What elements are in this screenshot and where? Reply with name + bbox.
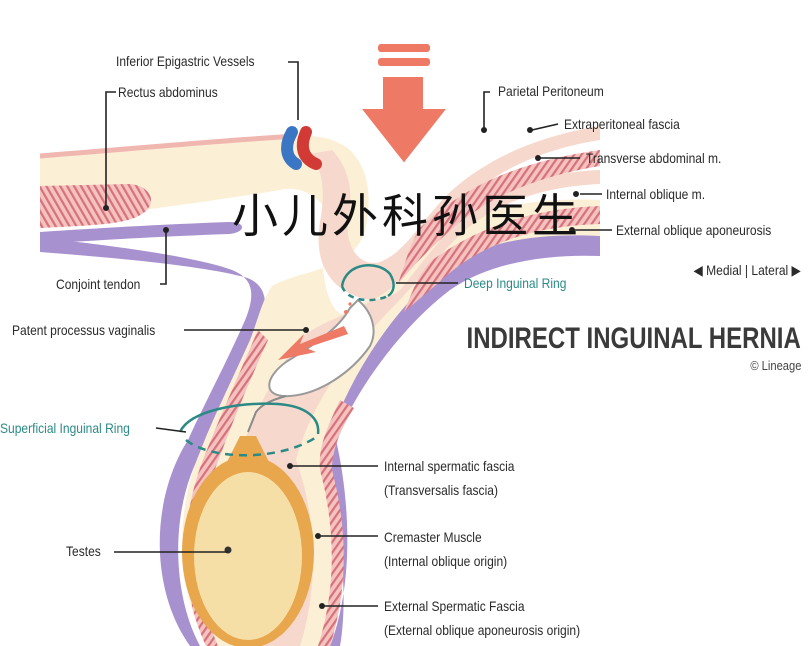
conjoint-tendon [40, 222, 242, 244]
left-arrow-icon: ◀ [693, 262, 703, 278]
processus-vaginalis [268, 298, 375, 398]
label-patent-processus: Patent processus vaginalis [12, 322, 156, 338]
cremaster-muscle-right [318, 400, 354, 646]
label-testes: Testes [66, 543, 101, 559]
label-extraperitoneal-fascia: Extraperitoneal fascia [564, 116, 680, 132]
label-inferior-epigastric: Inferior Epigastric Vessels [116, 53, 255, 69]
label-conjoint-tendon: Conjoint tendon [56, 276, 141, 292]
right-arrow-icon: ▶ [791, 262, 801, 278]
label-deep-inguinal-ring: Deep Inguinal Ring [464, 275, 567, 291]
deep-inguinal-ring [340, 264, 395, 298]
label-external-spermatic-fascia: External Spermatic Fascia [384, 598, 525, 614]
label-external-oblique-origin: (External oblique aponeurosis origin) [384, 622, 581, 638]
internal-oblique-muscle [404, 206, 600, 312]
label-superficial-inguinal-ring: Superficial Inguinal Ring [0, 420, 130, 436]
testes [194, 472, 302, 640]
label-internal-oblique-origin: (Internal oblique origin) [384, 553, 508, 569]
label-internal-spermatic-fascia: Internal spermatic fascia [384, 458, 515, 474]
rectus-abdominus-muscle [40, 184, 152, 228]
diagram-title: INDIRECT INGUINAL HERNIA [466, 322, 801, 355]
superficial-inguinal-ring [178, 402, 320, 435]
label-cremaster-muscle: Cremaster Muscle [384, 529, 482, 545]
orientation-key: ◀ Medial | Lateral ▶ [694, 262, 801, 279]
watermark: 小儿外科孙医生 [232, 189, 582, 243]
separator: | [745, 262, 749, 278]
label-transverse-abdominal: Transverse abdominal m. [586, 150, 722, 166]
pressure-arrow [357, 44, 451, 166]
label-rectus-abdominus: Rectus abdominus [118, 84, 218, 100]
credit: © Lineage [749, 358, 801, 373]
inferior-epigastric-vessels [281, 126, 322, 170]
lateral-label: Lateral [751, 262, 789, 278]
label-internal-oblique: Internal oblique m. [606, 186, 706, 202]
leader-lines [105, 61, 612, 607]
label-external-oblique: External oblique aponeurosis [616, 222, 772, 238]
label-transversalis-fascia: (Transversalis fascia) [384, 482, 498, 498]
transverse-abdominal-muscle [398, 150, 600, 284]
hernia-direction-arrow [278, 302, 352, 360]
medial-label: Medial [706, 262, 742, 278]
label-parietal-peritoneum: Parietal Peritoneum [498, 83, 604, 99]
